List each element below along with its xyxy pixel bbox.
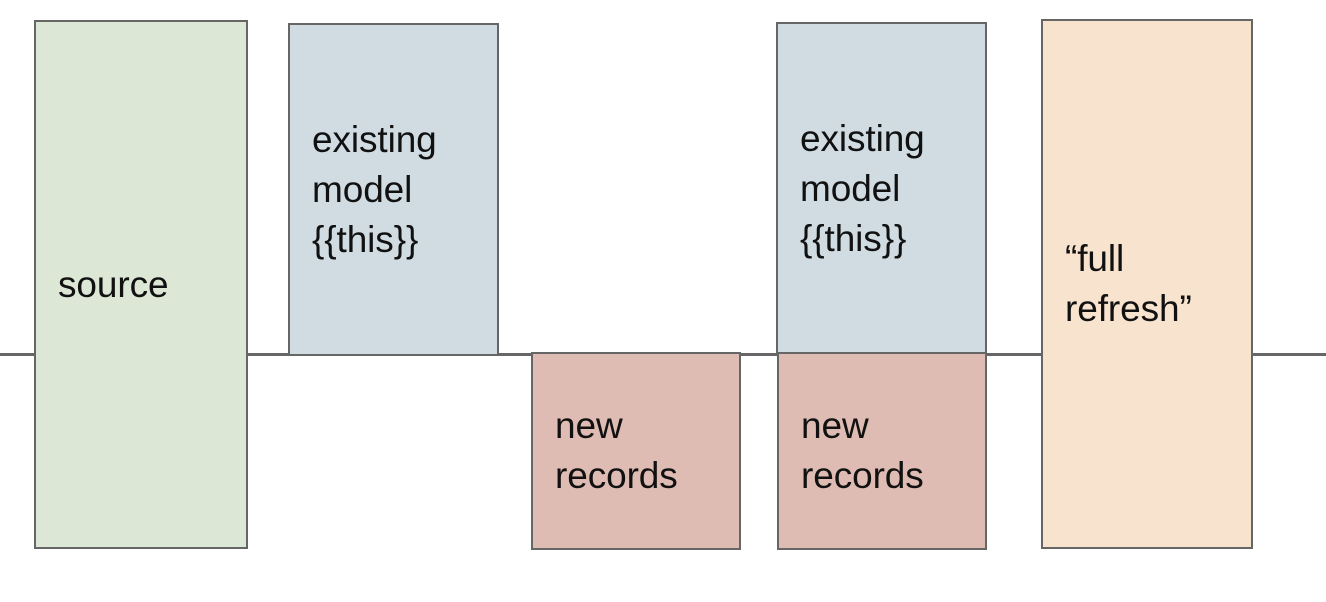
diagram-box-existing-model-1-label: existing model {{this}} [312,118,437,260]
diagram-box-new-records-1-label: new records [555,405,678,496]
diagram-box-existing-model-2[interactable]: existing model {{this}} [776,22,987,356]
diagram-box-new-records-1[interactable]: new records [531,352,741,550]
diagram-box-source[interactable]: source [34,20,248,549]
diagram-box-full-refresh[interactable]: “full refresh” [1041,19,1253,549]
diagram-box-full-refresh-label: “full refresh” [1065,238,1192,329]
diagram-box-new-records-2-label: new records [801,405,924,496]
diagram-box-source-label: source [58,263,169,305]
diagram-box-existing-model-1[interactable]: existing model {{this}} [288,23,499,356]
diagram-box-existing-model-2-label: existing model {{this}} [800,118,925,259]
diagram-box-new-records-2[interactable]: new records [777,352,987,550]
